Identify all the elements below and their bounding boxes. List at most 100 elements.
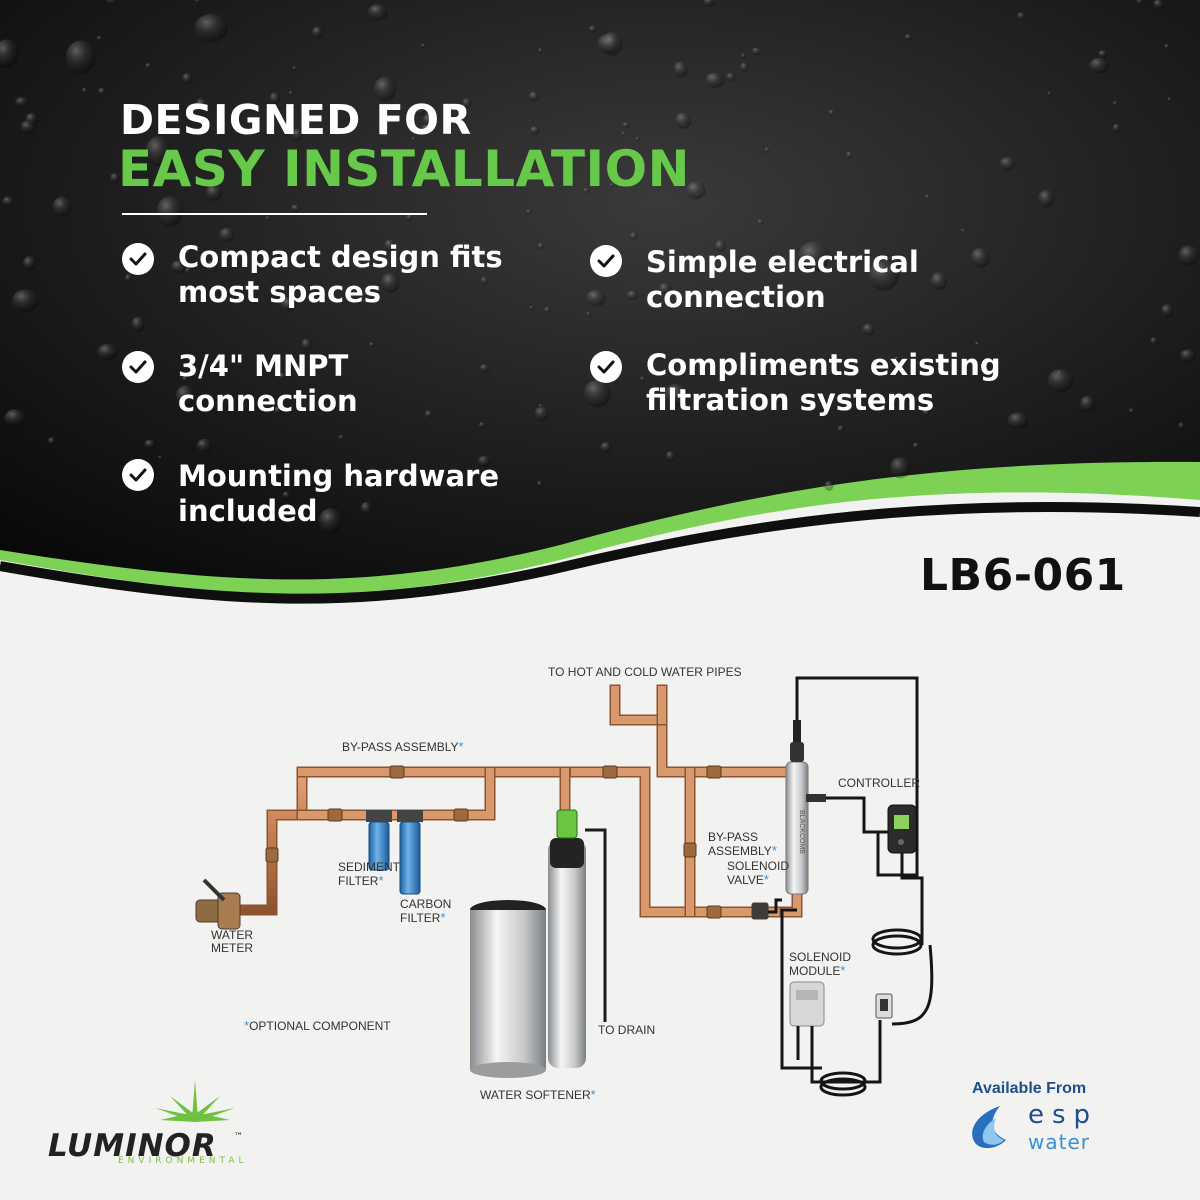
water-drop bbox=[537, 480, 543, 487]
water-drop bbox=[301, 338, 312, 351]
water-drop bbox=[529, 305, 534, 310]
water-drop bbox=[144, 439, 156, 449]
power-outlet bbox=[875, 993, 893, 1019]
water-drop bbox=[1048, 368, 1074, 393]
water-drop bbox=[600, 442, 612, 453]
water-drop bbox=[273, 463, 278, 467]
uv-brand-label: BLACKCOMB bbox=[798, 810, 805, 854]
water-drop bbox=[318, 508, 343, 534]
water-drop bbox=[740, 62, 749, 72]
water-drop bbox=[182, 376, 188, 382]
optional-marker: * bbox=[590, 1087, 596, 1102]
water-drop bbox=[274, 406, 282, 415]
water-drop bbox=[904, 34, 913, 41]
water-drop bbox=[81, 87, 88, 94]
water-drop bbox=[526, 209, 532, 215]
available-from-label: Available From bbox=[972, 1080, 1087, 1097]
water-drop bbox=[369, 342, 375, 348]
water-drop bbox=[301, 263, 307, 268]
water-drop bbox=[15, 96, 29, 108]
water-drop bbox=[206, 184, 223, 201]
water-drop bbox=[538, 403, 543, 408]
water-drop bbox=[925, 194, 930, 200]
water-drop bbox=[0, 39, 19, 68]
water-drop bbox=[175, 385, 195, 407]
water-drop bbox=[930, 272, 948, 291]
water-drop bbox=[705, 72, 725, 89]
water-drop bbox=[797, 241, 830, 272]
water-drop bbox=[478, 422, 486, 428]
water-drop bbox=[764, 147, 770, 153]
optional-marker: * bbox=[440, 910, 446, 925]
water-drop bbox=[292, 128, 304, 141]
water-drop bbox=[269, 92, 280, 104]
water-drop bbox=[1112, 123, 1121, 133]
water-drop bbox=[291, 204, 301, 213]
optional-marker: * bbox=[763, 872, 769, 887]
water-drop bbox=[292, 66, 297, 71]
water-drop bbox=[278, 372, 286, 380]
water-drop bbox=[960, 228, 966, 233]
optional-marker: * bbox=[458, 739, 464, 754]
water-drop bbox=[381, 272, 400, 293]
valves bbox=[265, 765, 769, 920]
water-drop bbox=[23, 256, 36, 271]
label-to-hot-cold-pipes: TO HOT AND COLD WATER PIPES bbox=[548, 665, 742, 679]
water-drop bbox=[824, 480, 834, 491]
water-drop bbox=[913, 442, 920, 450]
water-drop bbox=[760, 361, 769, 372]
water-drop bbox=[999, 156, 1016, 171]
water-drop bbox=[411, 136, 416, 141]
controller bbox=[887, 804, 917, 854]
water-drop bbox=[544, 306, 551, 314]
feature-mounting-hardware: Mounting hardware included bbox=[122, 459, 518, 529]
water-drop bbox=[97, 343, 118, 361]
carbon-filter bbox=[397, 810, 423, 895]
uv-system: BLACKCOMB bbox=[785, 720, 826, 895]
dark-panel bbox=[0, 0, 1200, 580]
water-drop bbox=[970, 247, 990, 268]
water-drop bbox=[664, 383, 689, 407]
feature-label: Mounting hardware included bbox=[178, 459, 499, 528]
check-icon bbox=[590, 245, 622, 277]
water-drop bbox=[703, 0, 715, 7]
water-drop bbox=[862, 323, 875, 336]
water-drop bbox=[757, 219, 764, 225]
water-drop bbox=[184, 267, 192, 274]
label-optional-component: *OPTIONAL COMPONENT bbox=[244, 1018, 391, 1033]
water-drop bbox=[534, 406, 549, 422]
water-drop bbox=[685, 181, 706, 200]
water-softener bbox=[470, 809, 607, 1078]
water-drop bbox=[1016, 12, 1026, 21]
feature-label: Compliments existing filtration systems bbox=[646, 348, 1001, 417]
water-drop bbox=[374, 76, 397, 102]
check-icon bbox=[590, 351, 622, 383]
water-drop bbox=[588, 25, 597, 33]
water-drop bbox=[145, 63, 152, 69]
feature-mnpt-connection: 3/4" MNPT connection bbox=[122, 349, 438, 419]
water-drop bbox=[673, 61, 688, 78]
water-drop bbox=[145, 136, 171, 167]
water-drop bbox=[639, 376, 646, 382]
check-icon bbox=[122, 351, 154, 383]
water-drop bbox=[1047, 91, 1052, 96]
label-to-drain: TO DRAIN bbox=[598, 1023, 656, 1037]
water-drop bbox=[635, 136, 640, 141]
heading-divider bbox=[122, 213, 427, 215]
water-drop bbox=[415, 104, 425, 116]
heading-line2: EASY INSTALLATION bbox=[118, 140, 690, 198]
water-drop bbox=[25, 113, 38, 125]
water-drop bbox=[1150, 337, 1158, 345]
luminor-logo-subtext: ENVIRONMENTAL bbox=[118, 1156, 248, 1166]
label-controller: CONTROLLER bbox=[838, 776, 921, 790]
water-drop bbox=[478, 455, 491, 467]
water-drop bbox=[621, 131, 626, 136]
water-drop bbox=[282, 491, 291, 499]
water-drop bbox=[422, 113, 436, 128]
pipes bbox=[224, 684, 803, 918]
